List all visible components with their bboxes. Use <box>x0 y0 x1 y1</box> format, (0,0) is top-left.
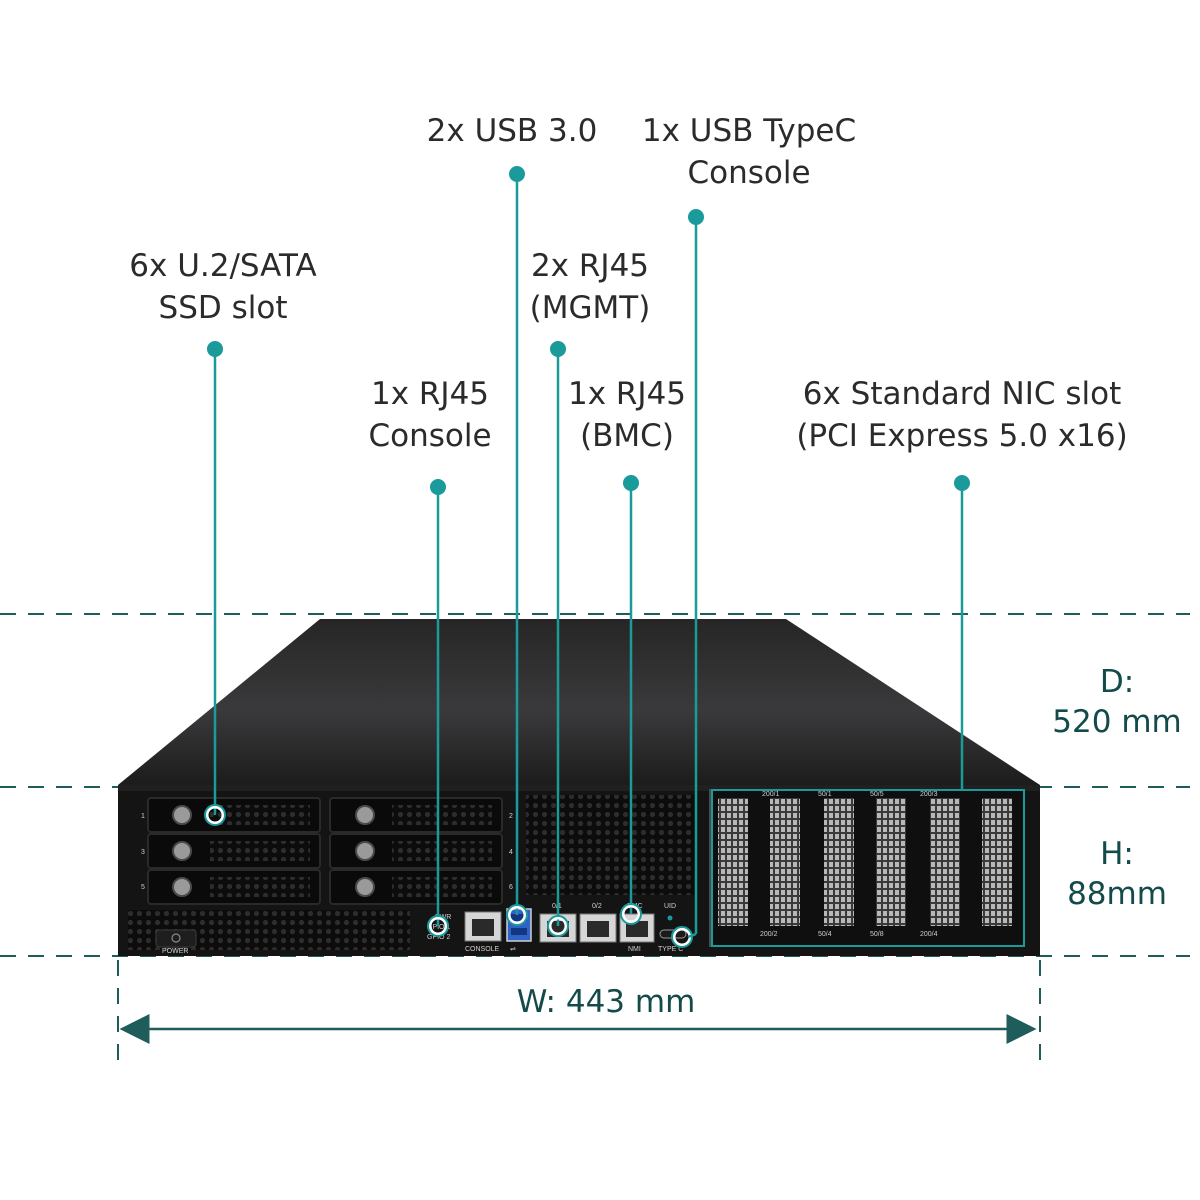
callout-line: 1x RJ45 <box>370 376 490 412</box>
vent-grille-center <box>526 795 696 895</box>
typec-label: TYPE C <box>658 946 683 953</box>
gpio1-label: GPIO 1 <box>427 924 450 931</box>
nic-slot[interactable] <box>930 798 960 926</box>
callout-ring-bmc-outline <box>620 903 642 925</box>
callout-label-ssd: 6x U.2/SATA SSD slot <box>129 245 316 329</box>
ssd-bay-group <box>147 797 503 905</box>
callout-dot-bmc <box>623 475 639 491</box>
callout-dot-nic <box>954 475 970 491</box>
front-panel-edge <box>118 785 1040 791</box>
nic-highlight-box <box>711 789 1025 947</box>
callout-ring-usb3-outline <box>506 904 528 926</box>
callout-line: 6x U.2/SATA <box>129 248 317 284</box>
callout-ring-mgmt-outline <box>547 915 569 937</box>
nic-label-top: 200/1 <box>762 791 780 798</box>
nic-label-bottom: 50/8 <box>870 931 884 938</box>
ssd-bay[interactable] <box>329 869 503 905</box>
uid-label: UID <box>664 903 676 910</box>
power-label: POWER <box>162 948 188 955</box>
nmi-label: NMI <box>628 946 641 953</box>
callout-ring-console <box>428 916 448 936</box>
nic-slot[interactable] <box>982 798 1012 926</box>
ssd-bay[interactable] <box>147 797 321 833</box>
ssd-bay[interactable] <box>329 797 503 833</box>
callout-label-usb3: 2x USB 3.0 <box>427 110 598 152</box>
callout-ring-console-outline <box>427 915 449 937</box>
callout-label-nic: 6x Standard NIC slot (PCI Express 5.0 x1… <box>796 373 1127 457</box>
height-label-value: 88mm <box>1067 876 1167 912</box>
nic-slot-group <box>718 798 1012 926</box>
nic-label-bottom: 50/4 <box>818 931 832 938</box>
leader-line-usbc-tail <box>687 932 697 939</box>
ssd-bay[interactable] <box>329 833 503 869</box>
callout-label-bmc: 1x RJ45 (BMC) <box>568 373 686 457</box>
bay-number: 5 <box>141 884 145 891</box>
nic-label-bottom: 200/2 <box>760 931 778 938</box>
power-button[interactable] <box>155 929 197 948</box>
bay-number: 6 <box>509 884 513 891</box>
callout-line: Console <box>687 155 811 191</box>
gpio2-label: GPIO 2 <box>427 934 450 941</box>
callout-ring-usbc-outline <box>671 926 693 948</box>
height-label: H: 88mm <box>1067 834 1167 914</box>
bay-number: 3 <box>141 849 145 856</box>
mgmt-port-socket <box>587 921 609 937</box>
callout-dot-mgmt <box>550 341 566 357</box>
callout-line: (MGMT) <box>529 290 651 326</box>
callout-line: 1x USB TypeC <box>641 113 857 149</box>
callout-dot-ssd <box>207 341 223 357</box>
nic-label-top: 200/3 <box>920 791 938 798</box>
callout-ring-mgmt <box>548 916 568 936</box>
port-02-label: 0/2 <box>592 903 602 910</box>
nic-label-top: 50/1 <box>818 791 832 798</box>
nic-label-bottom: 200/4 <box>920 931 938 938</box>
callout-ring-bmc <box>621 904 641 924</box>
callout-line: 2x USB 3.0 <box>426 113 598 149</box>
depth-label: D: 520 mm <box>1052 662 1181 742</box>
callout-dot-console <box>430 479 446 495</box>
bmc-port-socket <box>626 921 648 937</box>
callout-label-usbc: 1x USB TypeC Console <box>642 110 856 194</box>
nic-slot[interactable] <box>770 798 800 926</box>
callout-ring-ssd <box>205 805 225 825</box>
console-port-socket <box>472 919 494 936</box>
callout-line: 6x Standard NIC slot <box>802 376 1122 412</box>
callout-line: 2x RJ45 <box>530 248 650 284</box>
nic-slot[interactable] <box>824 798 854 926</box>
depth-label-key: D: <box>1099 664 1135 700</box>
chassis-top <box>118 619 1040 785</box>
usb-icon: ⇌ <box>510 946 516 953</box>
callout-line: (PCI Express 5.0 x16) <box>796 418 1128 454</box>
console-label: CONSOLE <box>465 946 500 953</box>
callout-label-mgmt: 2x RJ45 (MGMT) <box>530 245 651 329</box>
height-label-key: H: <box>1100 836 1134 872</box>
usb3-port-slot <box>511 914 527 921</box>
callout-line: (BMC) <box>580 418 674 454</box>
bay-number: 1 <box>141 813 145 820</box>
usb3-port-slot <box>511 928 527 935</box>
callout-ring-usb3 <box>507 905 527 925</box>
callout-ring-ssd-outline <box>204 804 226 826</box>
uid-led[interactable] <box>667 915 673 921</box>
bay-number: 4 <box>509 849 513 856</box>
callout-line: Console <box>368 418 492 454</box>
callout-line: SSD slot <box>158 290 288 326</box>
ssd-bay[interactable] <box>147 833 321 869</box>
callout-label-console: 1x RJ45 Console <box>368 373 491 457</box>
callout-dot-usb3 <box>509 166 525 182</box>
bay-number: 2 <box>509 813 513 820</box>
callout-line: 1x RJ45 <box>567 376 687 412</box>
nic-bay <box>709 789 1025 947</box>
nic-label-top: 50/5 <box>870 791 884 798</box>
callout-dot-usbc <box>688 209 704 225</box>
nic-slot[interactable] <box>718 798 748 926</box>
ssd-bay[interactable] <box>147 869 321 905</box>
nic-slot[interactable] <box>876 798 906 926</box>
power-icon <box>171 933 181 943</box>
depth-label-value: 520 mm <box>1052 704 1182 740</box>
